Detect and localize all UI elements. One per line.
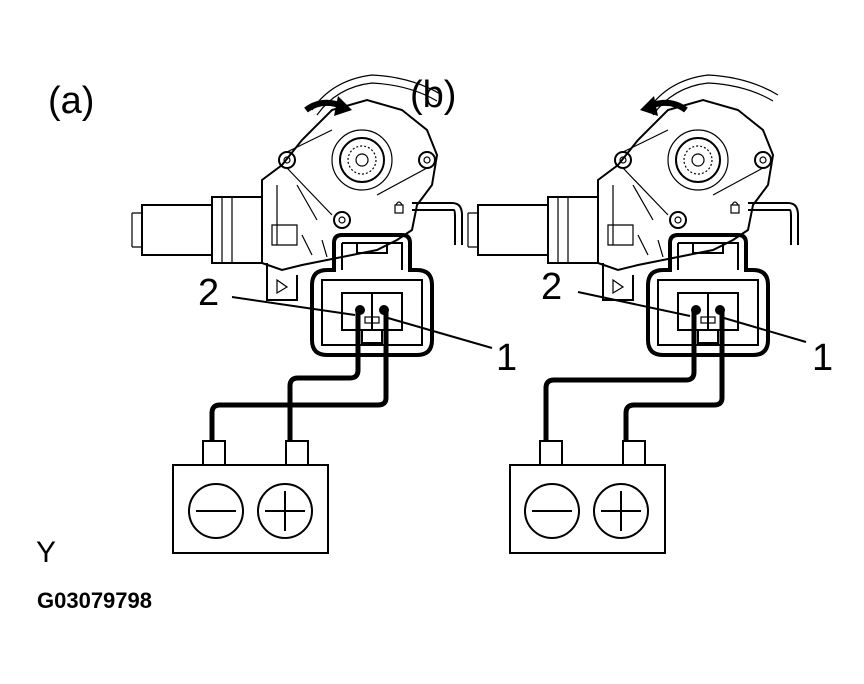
side-mark: Y <box>36 536 56 569</box>
drawing-code: G03079798 <box>37 588 152 613</box>
pin-label-2-b: 2 <box>541 266 562 308</box>
panel-b: (b) 2 1 <box>410 73 833 554</box>
battery-a <box>172 440 329 554</box>
window-motor-b <box>466 73 800 357</box>
minus-terminal-icon <box>524 483 580 539</box>
pin-label-1-b: 1 <box>812 337 833 379</box>
minus-terminal-icon <box>188 483 244 539</box>
panel-a-label: (a) <box>48 80 94 122</box>
panel-a: (a) 2 1 <box>48 73 517 554</box>
counterclockwise-arrow-icon <box>640 96 688 116</box>
battery-b <box>509 440 666 554</box>
plus-terminal-icon <box>593 483 649 539</box>
panel-b-label: (b) <box>410 74 456 116</box>
plus-terminal-icon <box>257 483 313 539</box>
window-motor-a <box>130 73 464 357</box>
clockwise-arrow-icon <box>304 96 352 116</box>
pin-label-2-a: 2 <box>198 272 219 314</box>
pin-label-1-a: 1 <box>496 337 517 379</box>
